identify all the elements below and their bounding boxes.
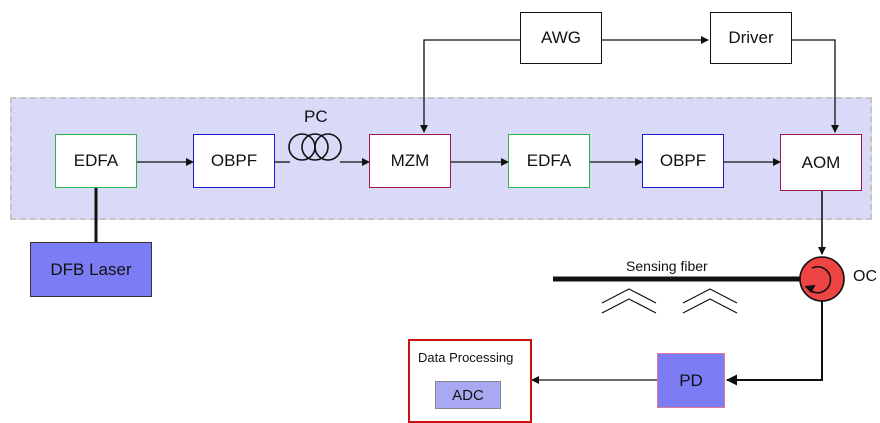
edfa-label-1: EDFA <box>73 151 119 170</box>
dfb-laser-label: DFB Laser <box>50 259 132 279</box>
oc-label: OC <box>853 268 877 285</box>
mzm-block: MZM <box>369 134 451 188</box>
pd-block: PD <box>657 353 725 408</box>
awg-label: AWG <box>541 28 581 47</box>
dfb-laser-block: DFB Laser <box>30 242 152 297</box>
adc-label: ADC <box>452 386 484 404</box>
polarization-controller-icon <box>288 133 342 161</box>
adc-block: ADC <box>435 381 501 409</box>
pc-label: PC <box>304 107 328 126</box>
optical-circulator-icon <box>799 256 845 302</box>
edfa-label-2: EDFA <box>526 151 572 170</box>
driver-label: Driver <box>728 28 774 47</box>
obpf-label-1: OBPF <box>210 151 258 170</box>
driver-block: Driver <box>710 12 792 64</box>
sensing-fiber-label: Sensing fiber <box>626 258 708 274</box>
edfa-block-1: EDFA <box>55 134 137 188</box>
circulator-to-pd-arrow <box>726 301 823 386</box>
driver-to-aom-arrow <box>792 39 839 133</box>
mzm-label: MZM <box>390 151 430 170</box>
obpf-label-2: OBPF <box>659 151 707 170</box>
circulator-rotation-arrow <box>810 265 832 294</box>
data-processing-label: Data Processing <box>418 350 514 365</box>
awg-block: AWG <box>520 12 602 64</box>
awg-to-mzm-arrow <box>420 39 520 133</box>
data-processing-block: Data Processing ADC <box>408 339 532 423</box>
aom-label: AOM <box>801 152 841 172</box>
obpf-block-1: OBPF <box>193 134 275 188</box>
pd-label: PD <box>679 370 703 390</box>
backscatter-chevrons <box>601 288 738 314</box>
aom-block: AOM <box>780 134 862 191</box>
edfa-block-2: EDFA <box>508 134 590 188</box>
obpf-block-2: OBPF <box>642 134 724 188</box>
